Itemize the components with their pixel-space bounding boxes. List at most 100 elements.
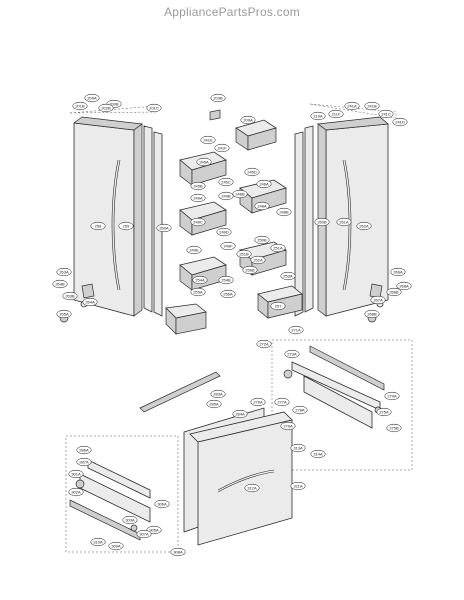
callout-201b: 201B	[72, 101, 88, 111]
callout-text: 266A	[393, 270, 403, 275]
callout-266a: 266A	[390, 267, 406, 277]
callout-text: 271A	[291, 328, 301, 333]
callout-text: 256B	[245, 268, 255, 273]
callout-text: 311A	[293, 484, 302, 489]
left-rail-assembly	[65, 435, 179, 553]
callout-text: 241A	[347, 104, 357, 109]
left-door-assembly	[69, 105, 163, 317]
callout-249b: 249B	[218, 191, 234, 201]
callout-257: 257	[270, 301, 286, 311]
callout-text: 210A	[313, 114, 323, 119]
callout-286a: 286A	[76, 445, 92, 455]
callout-241c: 241C	[378, 109, 394, 119]
callout-262a: 262A	[356, 221, 372, 231]
callout-text: 307A	[139, 532, 149, 537]
callout-text: 278A	[295, 408, 305, 413]
callout-text: 209A	[243, 118, 253, 123]
callout-text: 310A	[93, 540, 103, 545]
callout-text: 245C	[221, 180, 231, 185]
callout-text: 200A	[87, 96, 97, 101]
callout-text: 202B	[101, 106, 111, 111]
callout-264b: 264B	[52, 279, 68, 289]
callout-311a: 311A	[290, 481, 306, 491]
callout-200a: 200A	[84, 93, 100, 103]
callout-text: 241B	[367, 104, 377, 109]
callout-text: 257	[275, 304, 282, 309]
callout-text: 313A	[293, 446, 303, 451]
callout-309a: 309A	[108, 541, 124, 551]
door-bins-right	[209, 109, 303, 319]
callout-text: 312A	[247, 486, 257, 491]
callout-202b: 202B	[98, 103, 114, 113]
callout-text: 262A	[359, 224, 369, 229]
callout-text: 314A	[313, 452, 323, 457]
callout-256b: 256B	[242, 265, 258, 275]
callout-250b: 250B	[254, 235, 270, 245]
callout-text: 260A	[159, 226, 169, 231]
callout-251b: 251B	[236, 249, 252, 259]
callout-text: 245A	[199, 160, 209, 165]
callout-text: 201B	[75, 104, 85, 109]
callout-246b: 246B	[232, 189, 248, 199]
callout-text: 249D	[219, 230, 229, 235]
callout-text: 274A	[387, 394, 397, 399]
callout-264a: 264A	[82, 297, 98, 307]
callout-245a: 245A	[196, 157, 212, 167]
callout-307a: 307A	[136, 529, 152, 539]
callout-313a: 313A	[290, 443, 306, 453]
right-door-assembly	[294, 103, 397, 317]
callout-284a: 284A	[232, 409, 248, 419]
callout-241d: 241D	[392, 117, 408, 127]
callout-266b: 266B	[386, 287, 402, 297]
callout-text: 253A	[283, 274, 293, 279]
callout-268b: 268B	[364, 309, 380, 319]
callout-text: 245B	[193, 184, 203, 189]
callout-text: 276A	[253, 400, 263, 405]
callout-text: 211F	[332, 112, 341, 117]
callout-text: 263B	[65, 294, 75, 299]
callout-text: 249F	[223, 244, 233, 249]
callout-text: 265A	[59, 312, 69, 317]
callout-261a: 261A	[336, 217, 352, 227]
callout-text: 267A	[373, 298, 383, 303]
callout-251a: 251A	[270, 243, 286, 253]
callout-278a: 278A	[292, 405, 308, 415]
callout-201c: 201C	[146, 103, 162, 113]
callout-text: 203B	[213, 96, 223, 101]
callout-241a: 241A	[344, 101, 360, 111]
callout-text: 285A	[209, 402, 219, 407]
callout-209a: 209A	[240, 115, 256, 125]
callout-255a: 255A	[190, 287, 206, 297]
callout-text: 251B	[239, 252, 249, 257]
callout-258: 258	[90, 221, 106, 231]
callout-text: 250B	[257, 238, 267, 243]
callout-text: 254A	[195, 278, 205, 283]
callout-249e: 249E	[186, 245, 202, 255]
callout-260b: 260B	[314, 217, 330, 227]
callout-text: 251A	[273, 246, 283, 251]
callout-text: 287A	[79, 460, 89, 465]
callout-text: 248A	[257, 204, 267, 209]
callout-text: 309A	[111, 544, 121, 549]
callout-text: 302A	[71, 490, 81, 495]
callout-314a: 314A	[310, 449, 326, 459]
callout-203b: 203B	[210, 93, 226, 103]
callout-303a: 303A	[122, 515, 138, 525]
callout-text: 286A	[79, 448, 89, 453]
callout-246a: 246A	[256, 179, 272, 189]
callout-271a: 271A	[288, 325, 304, 335]
callout-text: 273A	[287, 352, 297, 357]
callout-text: 268B	[367, 312, 377, 317]
watermark: AppliancePartsPros.com	[164, 5, 300, 19]
callout-text: 256A	[223, 292, 233, 297]
door-bins	[165, 151, 227, 335]
callout-254b: 254B	[218, 275, 234, 285]
callout-306a: 306A	[154, 499, 170, 509]
callout-text: 301A	[71, 472, 81, 477]
callout-text: 252A	[253, 258, 263, 263]
callout-text: 246B	[235, 192, 245, 197]
callout-text: 266B	[389, 290, 399, 295]
callout-text: 275A	[379, 410, 389, 415]
callout-301a: 301A	[68, 469, 84, 479]
